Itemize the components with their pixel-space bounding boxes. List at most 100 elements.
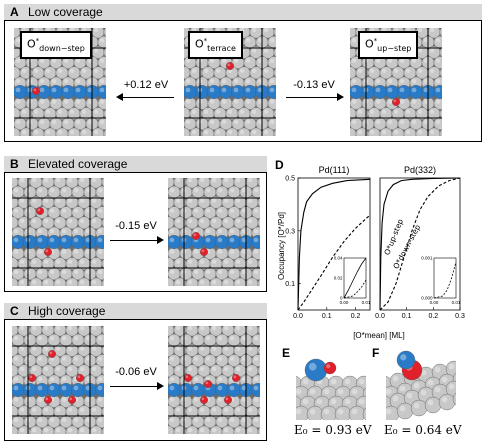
pd-atom — [12, 206, 25, 219]
pd-atom — [43, 66, 57, 80]
x-tick-label: 0.2 — [428, 313, 438, 320]
pd-atom — [355, 127, 369, 136]
pd-atom — [185, 216, 199, 230]
pd-atom — [67, 66, 81, 80]
co-atom — [207, 85, 222, 100]
pd-atom — [17, 425, 31, 434]
panel-a-title: Low coverage — [28, 5, 103, 19]
pd-atom — [173, 364, 187, 378]
co-atom — [73, 85, 88, 100]
pd-atom — [385, 56, 399, 69]
co-atom — [47, 383, 62, 398]
pd-atom — [257, 427, 260, 434]
pd-atom — [103, 47, 106, 58]
panel-f-image — [386, 350, 456, 420]
pd-atom — [233, 405, 247, 419]
co-atom — [22, 235, 38, 250]
pd-atom — [91, 66, 105, 80]
co-atom — [47, 235, 62, 250]
pd-atom — [362, 407, 366, 420]
pd-atom — [41, 425, 55, 434]
slab-b-after — [168, 178, 260, 286]
pd-atom — [103, 28, 106, 37]
pd-atom — [257, 345, 260, 356]
pd-atom — [227, 333, 241, 347]
pd-atom — [53, 326, 67, 337]
inset-y-tick-label: 0.001 — [421, 256, 433, 261]
o-atom — [68, 395, 77, 404]
o-atom — [32, 87, 41, 96]
pd-atom — [251, 267, 260, 281]
pd-atom — [17, 178, 31, 189]
inset-frame — [433, 257, 457, 299]
pd-atom — [415, 127, 429, 136]
pd-atom — [197, 344, 211, 357]
pd-atom — [209, 178, 223, 189]
label-o-up-step: O*up−step — [358, 31, 419, 59]
pd-atom — [439, 67, 442, 78]
pd-atom — [89, 196, 103, 209]
co-atom — [251, 235, 260, 249]
pd-atom — [97, 35, 106, 49]
co-atom — [360, 85, 376, 100]
label-o-down-step: O*down−step — [20, 31, 92, 59]
pd-atom — [445, 380, 456, 398]
pd-atom — [386, 405, 400, 420]
panel-c-frame — [4, 319, 267, 441]
pd-atom — [77, 196, 91, 209]
inset-x-tick-label: 0.01 — [452, 300, 461, 305]
pd-atom — [350, 117, 363, 131]
pd-atom — [97, 117, 106, 131]
pd-atom — [185, 364, 199, 378]
pd-atom — [95, 206, 104, 219]
pd-atom — [41, 405, 55, 419]
pd-atom — [67, 107, 81, 121]
energy-a-left: +0.12 eV — [123, 79, 169, 91]
pd-atom — [65, 277, 79, 286]
pd-atom — [29, 178, 43, 189]
co-atom — [203, 235, 218, 250]
co-atom — [178, 235, 194, 250]
pd-atom — [209, 216, 223, 230]
pd-atom — [201, 127, 215, 136]
pd-atom — [320, 405, 338, 420]
pd-atom — [95, 395, 104, 408]
pd-atom — [207, 97, 221, 110]
pd-atom — [251, 395, 260, 408]
pd-atom — [197, 364, 211, 378]
pd-atom — [89, 405, 103, 419]
pd-atom — [173, 344, 187, 357]
pd-atom — [47, 185, 61, 199]
pd-atom — [31, 107, 45, 121]
pd-atom — [415, 66, 429, 80]
pd-atom — [221, 344, 235, 357]
chart-title: Pd(111) — [319, 165, 350, 175]
pd-atom — [95, 333, 104, 347]
co-atom — [219, 85, 234, 100]
pd-atom — [103, 108, 106, 119]
co-atom — [59, 383, 74, 398]
o-atom — [48, 350, 57, 359]
pd-atom — [379, 107, 393, 121]
pd-atom — [209, 425, 223, 434]
pd-atom — [243, 35, 257, 49]
co-atom — [350, 85, 363, 99]
co-atom — [71, 383, 86, 398]
o-atom — [200, 395, 209, 404]
pd-atom — [77, 216, 91, 230]
pd-atom — [19, 107, 33, 121]
pd-atom — [273, 28, 276, 37]
co-atom — [168, 383, 181, 397]
co-atom — [95, 383, 104, 397]
pd-atom — [195, 117, 209, 131]
inset-solid-line — [343, 257, 367, 299]
pd-atom — [245, 257, 259, 271]
pd-atom — [53, 277, 67, 286]
arrow-a-right — [286, 93, 344, 101]
pd-atom — [49, 56, 63, 69]
pd-atom — [77, 257, 91, 271]
panel-a-frame — [4, 20, 482, 142]
pd-atom — [59, 333, 73, 347]
pd-atom — [249, 107, 263, 121]
pd-atom — [257, 279, 260, 286]
